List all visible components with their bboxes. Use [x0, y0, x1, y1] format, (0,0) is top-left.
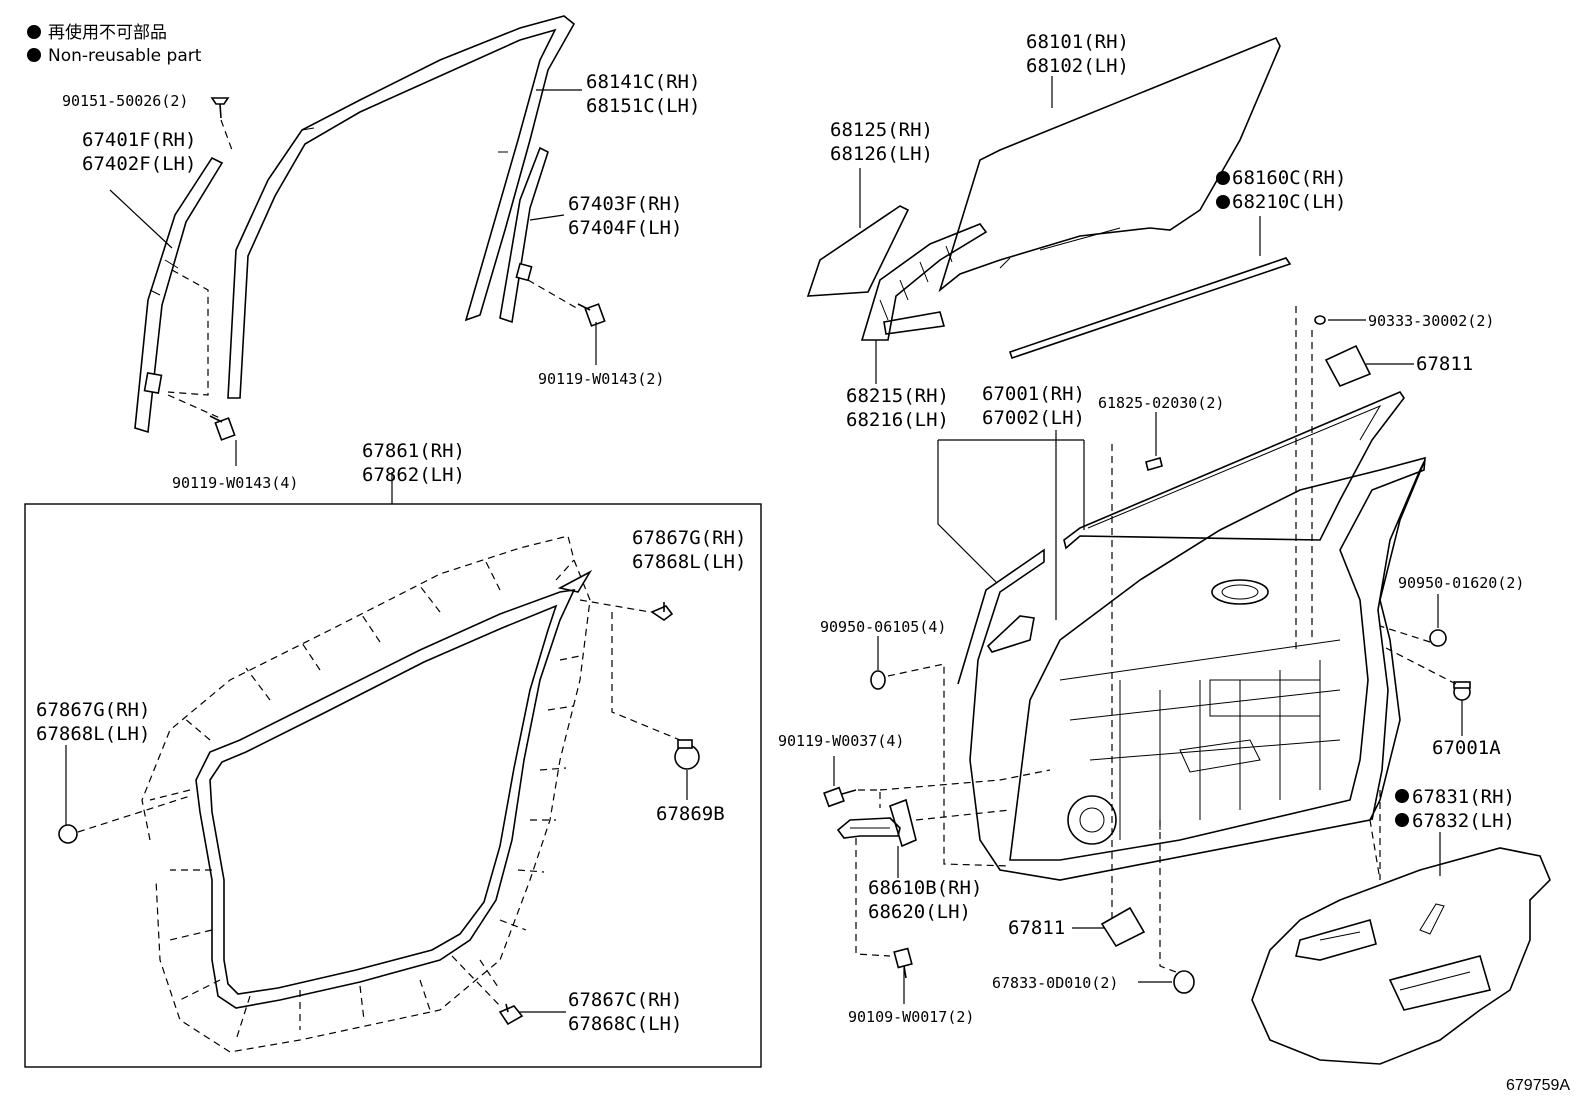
plug-90950-06105-icon — [870, 670, 886, 690]
door-check-68610b-drawing — [836, 798, 917, 848]
label-68151c: 68151C(LH) — [586, 95, 700, 117]
label-68101: 68101(RH) — [1026, 31, 1129, 53]
service-hole-cover-67811-bottom-icon — [1100, 906, 1146, 948]
label-67868c: 67868C(LH) — [568, 1013, 682, 1035]
plug-90950-01620-icon — [1429, 629, 1447, 647]
label-67831: 67831(RH) — [1412, 786, 1515, 808]
label-90119-w0037: 90119-W0037(4) — [778, 732, 904, 750]
label-67001: 67001(RH) — [982, 383, 1085, 405]
clip-90333-icon — [1314, 315, 1326, 325]
molding-68141-drawing — [227, 15, 576, 399]
bolt-90119-icon — [577, 303, 606, 327]
label-67401f: 67401F(RH) — [82, 129, 196, 151]
clip-67867g-top-icon — [650, 602, 674, 621]
water-shield-67831-drawing — [1251, 847, 1551, 1065]
non-reusable-bullet-icon — [1216, 171, 1230, 185]
door-glass-68101-drawing — [938, 36, 1281, 293]
plug-61825-icon — [1145, 457, 1163, 471]
screw-90151-icon — [210, 97, 230, 119]
label-90950-06105: 90950-06105(4) — [820, 618, 946, 636]
label-67868l-lh-top: 67868L(LH) — [632, 551, 746, 573]
quarter-glass-68125-drawing — [806, 205, 910, 297]
label-67869b: 67869B — [656, 803, 725, 825]
weatherstrip-67861-drawing — [141, 535, 593, 1053]
label-67001a: 67001A — [1432, 737, 1501, 759]
non-reusable-bullet-icon — [27, 25, 41, 39]
label-67833-0d010: 67833-0D010(2) — [992, 974, 1118, 992]
label-67867g-rh-left: 67867G(RH) — [36, 699, 150, 721]
legend-jp: 再使用不可部品 — [48, 22, 167, 43]
label-90119-w0143-2: 90119-W0143(2) — [538, 370, 664, 388]
non-reusable-bullet-icon — [1395, 813, 1409, 827]
label-68125: 68125(RH) — [830, 119, 933, 141]
non-reusable-bullet-icon — [27, 48, 41, 62]
clip-67867g-left-icon — [58, 824, 78, 844]
label-67867g-rh-top: 67867G(RH) — [632, 527, 746, 549]
service-hole-cover-67811-top-icon — [1324, 344, 1372, 388]
bolt-90119-icon — [209, 415, 236, 441]
belt-weatherstrip-68160c-drawing — [999, 227, 1292, 360]
label-67811-top: 67811 — [1416, 353, 1473, 375]
label-67402f: 67402F(LH) — [82, 153, 196, 175]
non-reusable-bullet-icon — [1216, 195, 1230, 209]
non-reusable-bullet-icon — [1395, 789, 1409, 803]
label-68216: 68216(LH) — [846, 409, 949, 431]
label-90333-30002: 90333-30002(2) — [1368, 312, 1494, 330]
label-90151-50026: 90151-50026(2) — [62, 92, 188, 110]
clip-67869b-icon — [674, 739, 700, 770]
label-68102: 68102(LH) — [1026, 55, 1129, 77]
label-67832: 67832(LH) — [1412, 810, 1515, 832]
label-68160c: 68160C(RH) — [1232, 167, 1346, 189]
illustration-code: 679759A — [1506, 1077, 1570, 1094]
label-67811-bottom: 67811 — [1008, 917, 1065, 939]
label-67867c: 67867C(RH) — [568, 989, 682, 1011]
weatherstrip-box — [24, 503, 762, 1068]
label-68620: 68620(LH) — [868, 901, 971, 923]
label-68210c: 68210C(LH) — [1232, 191, 1346, 213]
label-90950-01620: 90950-01620(2) — [1398, 574, 1524, 592]
plug-67833-icon — [1173, 970, 1195, 994]
molding-67403-drawing — [499, 146, 549, 324]
label-90119-w0143-4: 90119-W0143(4) — [172, 474, 298, 492]
clip-67867c-icon — [498, 1003, 524, 1026]
legend-en: Non-reusable part — [48, 46, 202, 66]
label-68126: 68126(LH) — [830, 143, 933, 165]
label-67002: 67002(LH) — [982, 407, 1085, 429]
label-61825-02030: 61825-02030(2) — [1098, 394, 1224, 412]
label-68215: 68215(RH) — [846, 385, 949, 407]
label-67403f: 67403F(RH) — [568, 193, 682, 215]
door-panel-67001-drawing — [957, 391, 1426, 881]
bolt-90109-icon — [893, 947, 913, 979]
label-90109-w0017: 90109-W0017(2) — [848, 1008, 974, 1026]
label-67861: 67861(RH) — [362, 440, 465, 462]
clip-67001a-icon — [1453, 681, 1471, 701]
label-68141c: 68141C(RH) — [586, 71, 700, 93]
molding-67401-drawing — [134, 156, 224, 434]
label-67868l-lh-left: 67868L(LH) — [36, 723, 150, 745]
label-68610b: 68610B(RH) — [868, 877, 982, 899]
label-67862: 67862(LH) — [362, 464, 465, 486]
label-67404f: 67404F(LH) — [568, 217, 682, 239]
bolt-90119-w0037-icon — [823, 786, 857, 808]
channel-68215-drawing — [860, 223, 988, 341]
